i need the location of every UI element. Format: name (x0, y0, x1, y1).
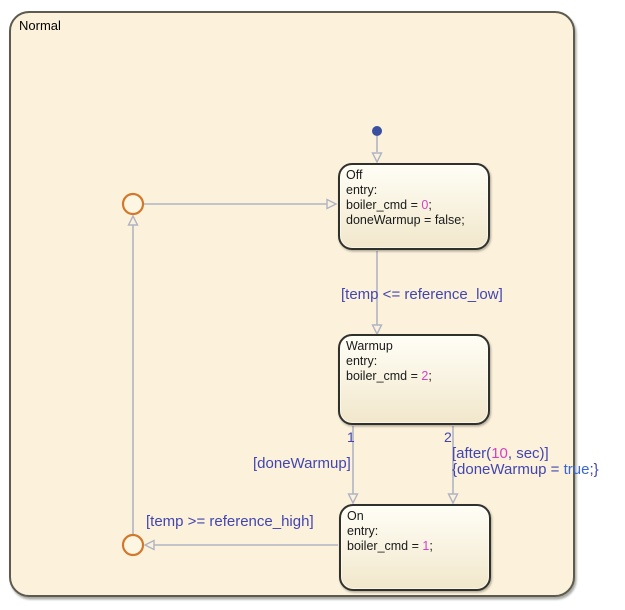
connective-junction-top[interactable] (121, 192, 145, 216)
initial-dot (372, 126, 382, 136)
arrowhead-left-icon (143, 539, 155, 551)
arrowhead-right-icon (326, 198, 338, 210)
transition-junction-to-off[interactable] (144, 198, 338, 210)
state-on-title: On (347, 509, 364, 523)
arrowhead-down-icon (347, 493, 359, 505)
arrowhead-down-icon (371, 324, 383, 336)
state-off-title: Off (346, 168, 363, 182)
transition-junction-to-junction[interactable] (127, 214, 139, 534)
arrowhead-up-icon (127, 214, 139, 226)
state-normal-title: Normal (19, 18, 61, 33)
transition-on-to-junction[interactable] (143, 539, 338, 551)
state-warmup-title: Warmup (346, 339, 393, 353)
state-off-action-line: boiler_cmd = 0; (346, 198, 432, 212)
transition-warmup-to-on-1[interactable] (347, 426, 359, 505)
transition-order-1[interactable]: 1 (347, 429, 355, 445)
transition-order-2[interactable]: 2 (444, 429, 452, 445)
transition-label-off-to-warmup[interactable]: [temp <= reference_low] (341, 286, 503, 303)
transition-off-to-warmup[interactable] (371, 251, 383, 336)
transition-warmup-to-on-2[interactable] (447, 426, 459, 505)
arrowhead-down-icon (371, 152, 383, 164)
transition-label-on-to-junction[interactable]: [temp >= reference_high] (146, 513, 314, 530)
state-normal[interactable]: Normal (9, 11, 575, 597)
state-on[interactable]: On entry: boiler_cmd = 1; (339, 504, 491, 591)
state-warmup[interactable]: Warmup entry: boiler_cmd = 2; (338, 334, 490, 425)
state-warmup-action-line: boiler_cmd = 2; (346, 369, 432, 383)
transition-label-donewarmup[interactable]: [doneWarmup] (253, 455, 351, 472)
state-warmup-entry-label: entry: (346, 354, 378, 368)
state-off-entry-label: entry: (346, 183, 378, 197)
state-on-entry-label: entry: (347, 524, 379, 538)
arrowhead-down-icon (447, 493, 459, 505)
default-transition[interactable] (371, 126, 383, 164)
state-on-action-line: boiler_cmd = 1; (347, 539, 433, 553)
connective-junction-bottom[interactable] (121, 533, 145, 557)
transition-label-after-condition[interactable]: [after(10, sec)] (452, 445, 549, 462)
state-off-action-line2: doneWarmup = false; (346, 213, 465, 227)
transition-label-after-action[interactable]: {doneWarmup = true;} (452, 461, 599, 478)
state-off[interactable]: Off entry: boiler_cmd = 0; doneWarmup = … (338, 163, 490, 250)
